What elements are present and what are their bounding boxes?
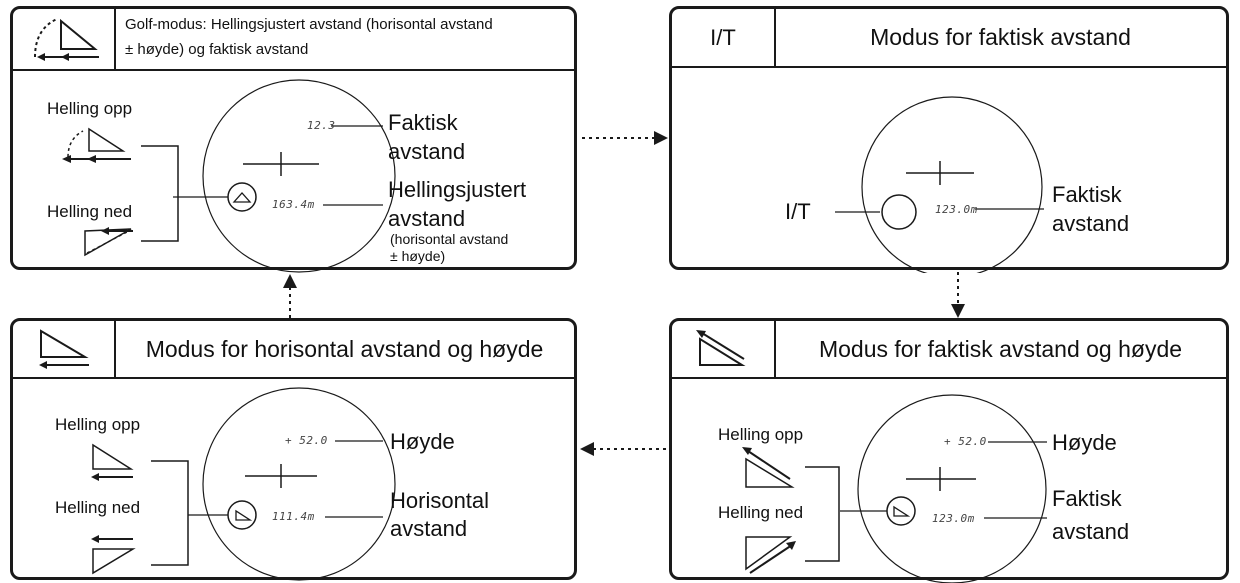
crosshair-icon	[245, 464, 317, 488]
panel-header: I/T Modus for faktisk avstand	[672, 9, 1226, 68]
arrow-left-icon	[580, 442, 594, 456]
panel-title: Modus for faktisk avstand og høyde	[818, 335, 1183, 362]
slope-arc-triangle-icon	[34, 18, 99, 61]
actual-height-diagram	[742, 394, 1047, 583]
slope-up-icon	[742, 447, 795, 488]
header-icon-cell	[13, 9, 116, 69]
triangle-horizontal-arrow-icon	[39, 329, 89, 369]
label-actual-line-1: Faktisk	[1052, 486, 1122, 511]
label-horizontal-line-2: avstand	[390, 516, 468, 541]
label-actual-line-2: avstand	[1052, 519, 1130, 544]
header-title-line-2: ± høyde) og faktisk avstand	[125, 41, 309, 58]
slope-down-icon	[745, 536, 796, 574]
header-label-cell: I/T	[672, 9, 776, 66]
header-icon-cell	[13, 321, 116, 377]
panel-actual-height-mode: Modus for faktisk avstand og høyde Helli	[669, 318, 1229, 583]
note-line-1: (horisontal avstand	[390, 231, 509, 247]
crosshair-icon	[243, 152, 319, 176]
readout-slope-distance: 163.4m	[272, 198, 315, 211]
header-icon-cell	[672, 321, 776, 377]
panel-header: Modus for horisontal avstand og høyde	[13, 321, 574, 379]
golf-diagram	[62, 79, 396, 273]
label-it-button: I/T	[785, 199, 811, 224]
label-slope-down: Helling ned	[55, 498, 141, 517]
label-height: Høyde	[390, 429, 455, 454]
label-horizontal-line-1: Horisontal	[390, 488, 490, 513]
label-slope-down: Helling ned	[47, 202, 133, 221]
label-slope-down: Helling ned	[718, 503, 804, 522]
readout-actual-distance: 123.0m	[935, 203, 978, 216]
panel-golf-mode: Golf-modus: Hellingsjustert avstand (hor…	[10, 6, 577, 273]
it-button-circle	[881, 194, 917, 230]
label-actual-line-2: avstand	[1052, 211, 1130, 236]
viewfinder-circle	[857, 394, 1047, 583]
label-slope-line-1: Hellingsjustert	[388, 177, 527, 202]
triangle-hypotenuse-arrow-icon	[696, 330, 746, 366]
label-actual-line-2: avstand	[388, 139, 466, 164]
label-actual-line-1: Faktisk	[388, 110, 458, 135]
header-label-it: I/T	[710, 24, 736, 50]
crosshair-icon	[906, 161, 974, 185]
label-actual-line-1: Faktisk	[1052, 182, 1122, 207]
header-title-line-1: Golf-modus: Hellingsjustert avstand (hor…	[125, 16, 493, 33]
viewfinder-circle	[861, 96, 1043, 273]
panel-title: Modus for faktisk avstand	[870, 24, 1131, 50]
label-height: Høyde	[1052, 430, 1117, 455]
arrow-up-icon	[283, 274, 297, 288]
arrow-down-icon	[951, 304, 965, 318]
readout-height: + 52.0	[944, 435, 987, 448]
label-slope-up: Helling opp	[47, 99, 133, 118]
readout-horizontal-distance: 111.4m	[272, 510, 315, 523]
slope-up-icon	[62, 127, 131, 163]
panel-header: Golf-modus: Hellingsjustert avstand (hor…	[13, 9, 574, 71]
slope-down-icon	[84, 227, 133, 257]
readout-height: + 52.0	[285, 434, 328, 447]
readout-actual-distance: 123.0m	[932, 512, 975, 525]
arrow-right-icon	[654, 131, 668, 145]
slope-up-icon	[91, 443, 134, 481]
viewfinder-circle	[202, 79, 396, 273]
panel-actual-distance-mode: I/T Modus for faktisk avstand I/T 123.0m…	[669, 6, 1229, 273]
readout-actual-distance: 12.3	[307, 119, 336, 132]
label-slope-up: Helling opp	[55, 415, 141, 434]
panel-header: Modus for faktisk avstand og høyde	[672, 321, 1226, 379]
label-slope-line-2: avstand	[388, 206, 466, 231]
panel-title: Modus for horisontal avstand og høyde	[145, 335, 544, 362]
note-line-2: ± høyde)	[390, 248, 446, 264]
label-slope-up: Helling opp	[718, 425, 804, 444]
mode-indicator-icon	[227, 182, 257, 212]
crosshair-icon	[906, 467, 976, 491]
actual-diagram	[835, 96, 1044, 273]
slope-down-icon	[91, 535, 136, 575]
horizontal-diagram	[91, 387, 396, 581]
panel-horizontal-height-mode: Modus for horisontal avstand og høyde He	[10, 318, 577, 581]
viewfinder-circle	[202, 387, 396, 581]
